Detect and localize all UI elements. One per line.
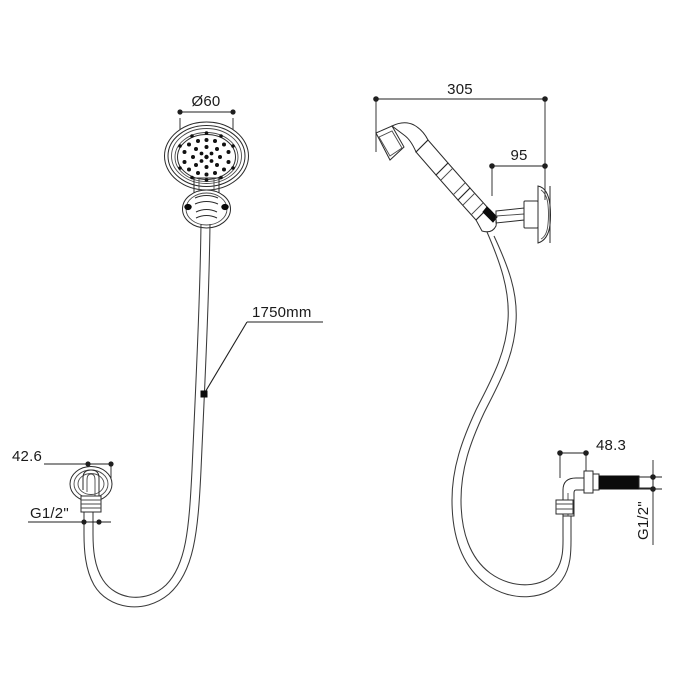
dimension-label-thread-left: G1/2" (30, 505, 69, 522)
dimension-projection: 305 (373, 81, 548, 200)
dimension-label-elbow-front: 42.6 (12, 448, 42, 465)
side-view-group: 305 95 (373, 81, 662, 598)
hose-side (451, 231, 572, 598)
dimension-elbow-side: 48.3 (557, 437, 626, 478)
dimension-label-head-diameter: Ø60 (192, 93, 221, 110)
dimension-label-projection: 305 (447, 81, 473, 98)
dimension-label-thread-right: G1/2" (635, 501, 652, 540)
dimension-elbow-front: 42.6 (12, 448, 114, 484)
wall-elbow-front (69, 466, 113, 513)
outlet-elbow-side (555, 470, 654, 517)
annotation-thread-right: G1/2" (635, 460, 662, 545)
dimension-head-diameter: Ø60 (177, 93, 236, 146)
wall-bracket-front (182, 189, 231, 229)
annotation-hose-length: 1750mm (200, 304, 323, 398)
shower-head-front (164, 121, 249, 191)
handset-side (375, 122, 498, 233)
front-view-group: Ø60 (12, 93, 323, 608)
dimension-label-wall-offset: 95 (510, 147, 527, 164)
annotation-thread-left: G1/2" (28, 505, 111, 525)
hose-front (83, 223, 211, 608)
dimension-wall-offset: 95 (489, 147, 548, 196)
dimension-label-hose-length: 1750mm (252, 304, 312, 321)
spray-nozzles (178, 131, 235, 182)
dimension-label-elbow-side: 48.3 (596, 437, 626, 454)
wall-flange-side (495, 185, 551, 244)
